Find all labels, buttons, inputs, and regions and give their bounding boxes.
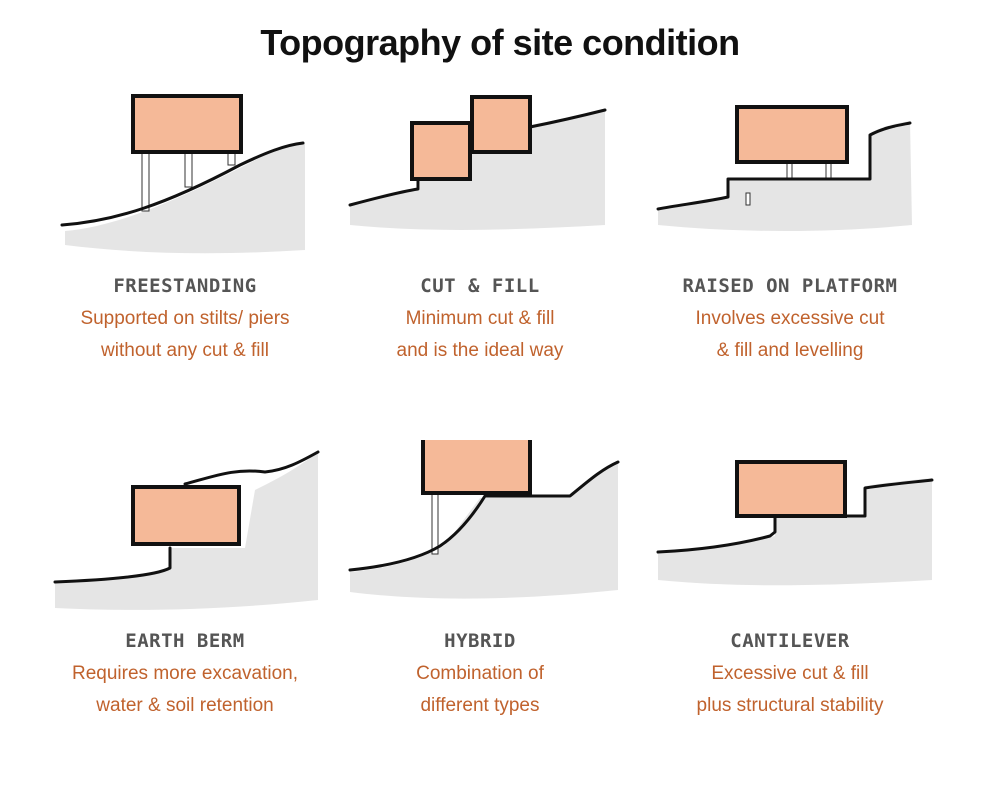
description-line: without any cut & fill — [101, 340, 269, 361]
pier — [825, 162, 832, 180]
terrain-line — [656, 478, 934, 554]
hybrid-diagram — [348, 440, 620, 599]
terrain-line — [656, 121, 912, 211]
description-line: plus structural stability — [696, 695, 884, 716]
description-line: different types — [420, 695, 540, 716]
panel-name: HYBRID — [444, 630, 516, 652]
page-title: Topography of site condition — [260, 22, 740, 63]
ground-fill — [350, 109, 605, 230]
panel-description: Supported on stilts/ piers without any c… — [25, 303, 345, 367]
earth-berm-diagram — [53, 450, 320, 610]
ground-fill — [55, 452, 318, 610]
panel-cut-and-fill: CUT & FILL Minimum cut & fill and is the… — [320, 85, 640, 445]
panel-description: Involves excessive cut & fill and levell… — [630, 303, 950, 367]
panel-name: CANTILEVER — [730, 630, 850, 652]
panel-raised-on-platform: RAISED ON PLATFORM Involves excessive cu… — [630, 85, 950, 445]
building-box — [735, 460, 847, 518]
ground-fill — [65, 143, 305, 254]
cantilever-diagram — [656, 460, 934, 586]
description-line: and is the ideal way — [396, 340, 564, 361]
description-line: Involves excessive cut — [695, 308, 885, 329]
freestanding-diagram — [60, 94, 305, 254]
building-box — [410, 121, 472, 181]
description-line: Combination of — [416, 663, 544, 684]
panel-description: Minimum cut & fill and is the ideal way — [320, 303, 640, 367]
building-box — [421, 440, 532, 495]
panel-name: CUT & FILL — [420, 275, 540, 297]
description-line: Supported on stilts/ piers — [80, 308, 290, 329]
description-line: Excessive cut & fill — [711, 663, 869, 684]
panel-cantilever: CANTILEVER Excessive cut & fill plus str… — [630, 440, 950, 800]
description-line: Requires more excavation, — [72, 663, 298, 684]
panel-name: FREESTANDING — [113, 275, 257, 297]
ground-fill — [350, 462, 618, 599]
building-box — [131, 94, 243, 154]
pier — [184, 152, 193, 188]
description-line: Minimum cut & fill — [405, 308, 555, 329]
panel-description: Requires more excavation, water & soil r… — [25, 658, 345, 722]
panel-hybrid: HYBRID Combination of different types — [320, 440, 640, 800]
panel-name: RAISED ON PLATFORM — [682, 275, 898, 297]
terrain-line — [348, 460, 620, 572]
building-box — [470, 95, 532, 154]
panel-description: Combination of different types — [320, 658, 640, 722]
terrain-line — [60, 141, 305, 227]
ground-fill — [658, 478, 932, 586]
raised-on-platform-diagram — [656, 105, 912, 231]
cut-and-fill-diagram — [348, 95, 607, 230]
terrain-line — [183, 450, 320, 486]
panel-description: Excessive cut & fill plus structural sta… — [630, 658, 950, 722]
building-box — [131, 485, 241, 546]
description-line: & fill and levelling — [716, 340, 864, 361]
panel-earth-berm: EARTH BERM Requires more excavation, wat… — [25, 440, 345, 800]
pier — [141, 152, 150, 212]
terrain-line — [53, 546, 172, 584]
panel-name: EARTH BERM — [125, 630, 245, 652]
pier — [786, 162, 793, 180]
panel-freestanding: FREESTANDING Supported on stilts/ piers … — [25, 85, 345, 445]
pier — [227, 152, 236, 166]
description-line: water & soil retention — [96, 695, 274, 716]
pier — [745, 192, 751, 206]
pier — [431, 493, 439, 555]
building-box — [735, 105, 849, 164]
ground-fill — [658, 121, 912, 231]
